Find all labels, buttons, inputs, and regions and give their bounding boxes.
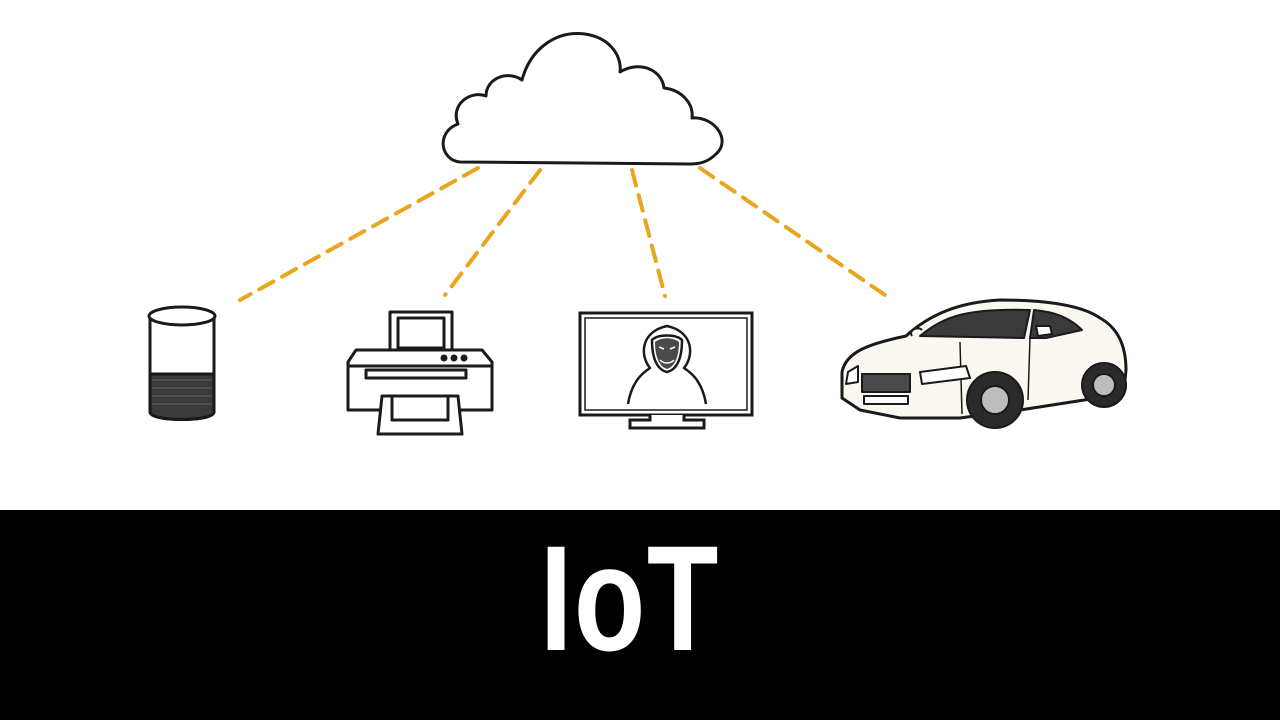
car-icon bbox=[840, 298, 1128, 429]
link-speaker bbox=[238, 166, 480, 302]
link-printer bbox=[443, 168, 542, 297]
network-diagram bbox=[147, 32, 1128, 436]
monitor-icon bbox=[578, 311, 754, 430]
caption-title: IoT bbox=[539, 514, 720, 682]
printer-icon bbox=[346, 310, 494, 436]
smart-speaker-icon bbox=[147, 305, 217, 421]
link-car bbox=[698, 166, 887, 297]
link-monitor bbox=[630, 168, 667, 298]
caption-bar bbox=[0, 510, 1280, 720]
cloud-icon bbox=[441, 32, 724, 166]
